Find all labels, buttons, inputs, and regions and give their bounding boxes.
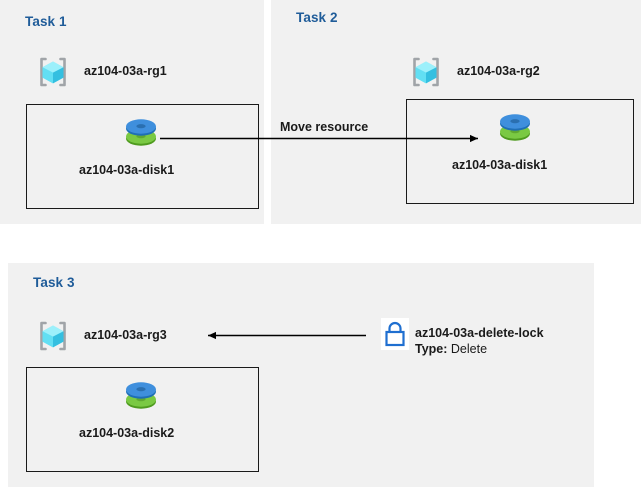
lock-name-label: az104-03a-delete-lock: [415, 326, 544, 340]
disk-label-task-1: az104-03a-disk1: [79, 163, 175, 177]
disk-label-task-2: az104-03a-disk1: [452, 158, 548, 172]
panel-title-task-2: Task 2: [296, 10, 338, 25]
resource-group-icon: [33, 316, 73, 356]
move-resource-label: Move resource: [280, 120, 369, 134]
panel-title-task-3: Task 3: [33, 275, 75, 290]
resource-group-icon: [406, 52, 446, 92]
resource-group-label-rg1: az104-03a-rg1: [84, 64, 167, 78]
lock-icon: [381, 318, 409, 350]
managed-disk-icon: [120, 112, 162, 154]
lock-type-row: Type: Delete: [415, 342, 487, 356]
lock-type-value: Delete: [450, 342, 488, 356]
resource-group-label-rg3: az104-03a-rg3: [84, 328, 167, 342]
resource-group-label-rg2: az104-03a-rg2: [457, 64, 540, 78]
managed-disk-icon: [120, 375, 162, 417]
resource-group-icon: [33, 52, 73, 92]
lock-type-key: Type:: [415, 342, 448, 356]
managed-disk-icon: [494, 107, 536, 149]
disk-label-task-3: az104-03a-disk2: [79, 426, 175, 440]
panel-title-task-1: Task 1: [25, 14, 67, 29]
